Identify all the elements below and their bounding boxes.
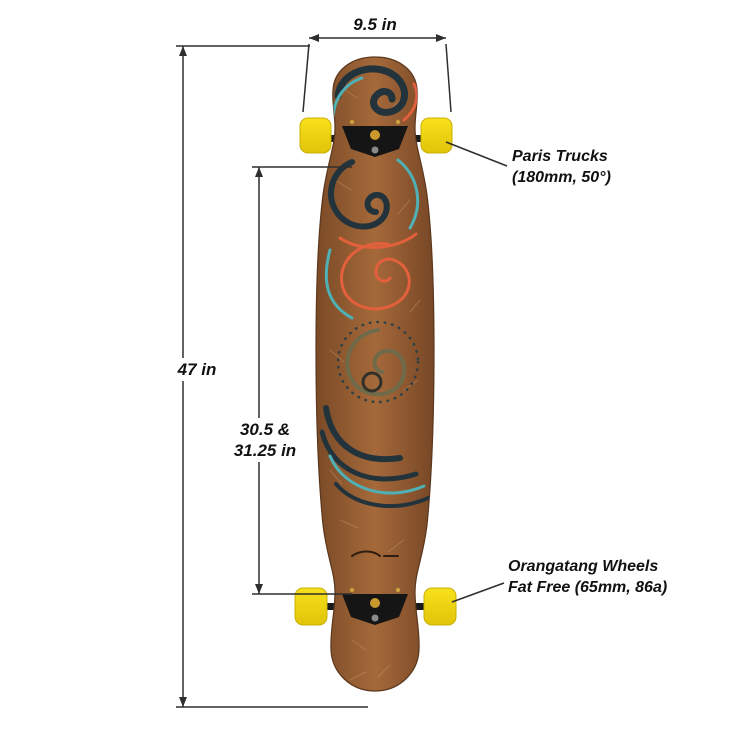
wheels-label-line2: Fat Free (65mm, 86a) — [508, 579, 668, 596]
brand-logo-mark — [351, 550, 399, 557]
top-kingpin — [370, 130, 380, 140]
top-left-wheel — [299, 117, 332, 154]
bottom-truck — [342, 587, 408, 625]
trucks-label-line2: (180mm, 50°) — [512, 169, 611, 186]
trucks-label-line1: Paris Trucks — [512, 148, 608, 165]
width-dimension-label: 9.5 in — [353, 15, 397, 34]
trucks-callout-label: Paris Trucks (180mm, 50°) — [512, 146, 692, 188]
wheels-label-line1: Orangatang Wheels — [508, 558, 659, 575]
bottom-left-wheel — [294, 587, 328, 626]
trucks-callout-line — [445, 141, 508, 167]
top-truck — [342, 119, 408, 157]
wheelbase-label-line1: 30.5 & — [239, 420, 291, 439]
bottom-kingpin — [370, 598, 380, 608]
wheels-callout-label: Orangatang Wheels Fat Free (65mm, 86a) — [508, 556, 708, 598]
wheelbase-dimension-line — [252, 166, 352, 595]
length-dimension-label: 47 in — [166, 358, 228, 381]
deck-artwork — [319, 65, 430, 681]
top-right-wheel — [420, 117, 453, 154]
wheels-callout-line — [451, 582, 505, 603]
wheels — [294, 117, 457, 626]
wheelbase-dimension-label: 30.5 & 31.25 in — [224, 418, 306, 462]
bottom-right-wheel — [423, 587, 457, 626]
wheelbase-label-line2: 31.25 in — [233, 441, 297, 460]
width-dimension-line — [302, 34, 452, 113]
